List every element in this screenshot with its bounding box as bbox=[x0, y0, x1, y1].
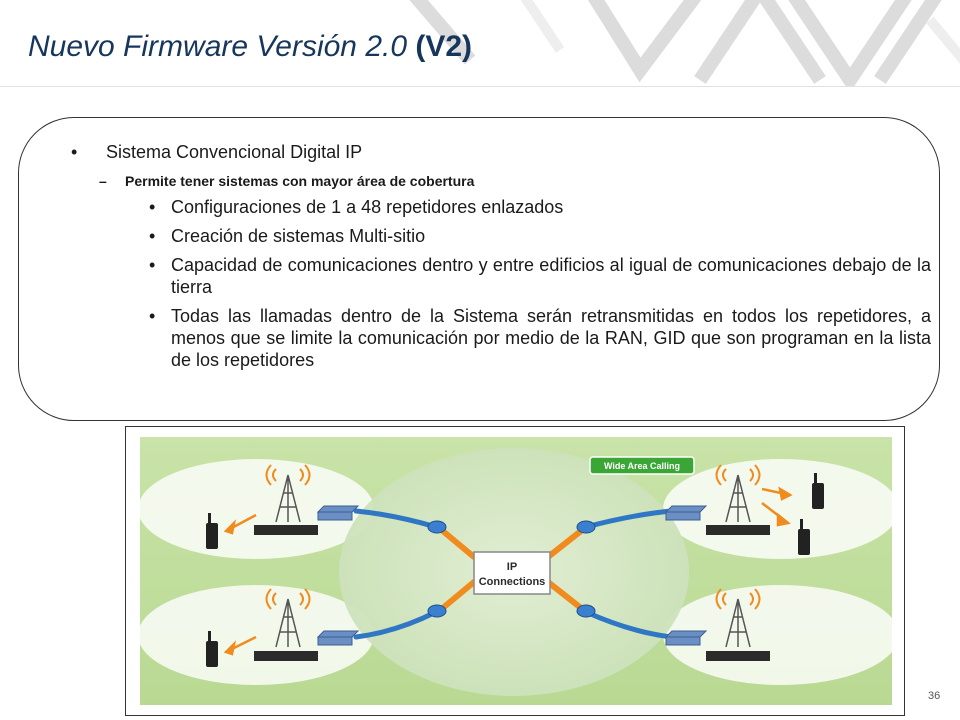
title-suffix: (V2) bbox=[415, 30, 473, 63]
header-watermark-pattern bbox=[409, 0, 960, 86]
network-switch-icon bbox=[316, 505, 360, 521]
link-bottom-left bbox=[353, 609, 439, 640]
repeater-unit-icon bbox=[254, 651, 318, 661]
bullet-level3-text: Creación de sistemas Multi-sitio bbox=[171, 226, 426, 246]
tower-top-left-icon bbox=[275, 474, 301, 523]
handheld-radio-icon bbox=[812, 473, 824, 509]
link-top-right bbox=[583, 508, 674, 530]
signal-arrow-icon bbox=[223, 486, 793, 656]
bullet-dot-icon: • bbox=[149, 226, 156, 246]
radio-wave-icon bbox=[265, 464, 761, 610]
router-node-icon bbox=[427, 520, 447, 534]
tower-top-right-icon bbox=[725, 474, 751, 523]
handheld-radio-icon bbox=[206, 631, 218, 667]
wide-area-calling-label: Wide Area Calling bbox=[604, 461, 680, 471]
slide-number: 36 bbox=[928, 690, 941, 702]
network-diagram-svg: IP Connections Wide Area Calling bbox=[138, 437, 899, 705]
wide-area-calling-badge bbox=[589, 456, 695, 475]
network-switch-icon bbox=[664, 505, 708, 521]
repeater-unit-icon bbox=[706, 525, 770, 535]
page-title: Nuevo Firmware Versión 2.0 (V2) bbox=[28, 30, 472, 64]
link-bottom-right bbox=[583, 609, 674, 640]
handheld-radio-icon bbox=[206, 513, 218, 549]
network-switch-icon bbox=[316, 630, 360, 646]
bullet-level3-text: Capacidad de comunicaciones dentro y ent… bbox=[171, 255, 931, 297]
bullet-level3-text: Configuraciones de 1 a 48 repetidores en… bbox=[171, 197, 564, 217]
network-diagram: IP Connections Wide Area Calling bbox=[125, 426, 905, 716]
repeater-unit-icon bbox=[706, 651, 770, 661]
bullet-dot-icon: • bbox=[149, 197, 156, 217]
ip-label-line2: Connections bbox=[479, 576, 546, 588]
tower-bottom-right-icon bbox=[725, 598, 751, 648]
bullet-level3-text: Todas las llamadas dentro de la Sistema … bbox=[171, 306, 931, 370]
bullet-dot-icon: • bbox=[149, 306, 156, 326]
bullet-level1-text: Sistema Convencional Digital IP bbox=[106, 142, 363, 162]
network-switch-icon bbox=[664, 630, 708, 646]
tower-bottom-left-icon bbox=[275, 598, 301, 648]
bullet-level2-text: Permite tener sistemas con mayor área de… bbox=[125, 173, 475, 189]
ip-connections-box bbox=[473, 551, 551, 595]
orange-link bbox=[545, 524, 589, 560]
header-divider bbox=[0, 86, 960, 87]
bullet-dash-icon: – bbox=[99, 173, 107, 189]
bullet-dot-icon: • bbox=[149, 255, 156, 275]
handheld-radio-icon bbox=[798, 519, 810, 555]
bullet-dot-icon: • bbox=[71, 142, 78, 162]
bullet-content-box: • Sistema Convencional Digital IP – Perm… bbox=[18, 117, 940, 421]
router-node-icon bbox=[427, 604, 447, 618]
title-main: Nuevo Firmware Versión 2.0 bbox=[28, 30, 408, 63]
ip-label-line1: IP bbox=[507, 561, 517, 573]
router-node-icon bbox=[576, 604, 596, 618]
link-top-left bbox=[353, 508, 439, 530]
orange-link bbox=[435, 524, 477, 560]
slide-header: Nuevo Firmware Versión 2.0 (V2) bbox=[0, 0, 960, 86]
router-node-icon bbox=[576, 520, 596, 534]
repeater-unit-icon bbox=[254, 525, 318, 535]
